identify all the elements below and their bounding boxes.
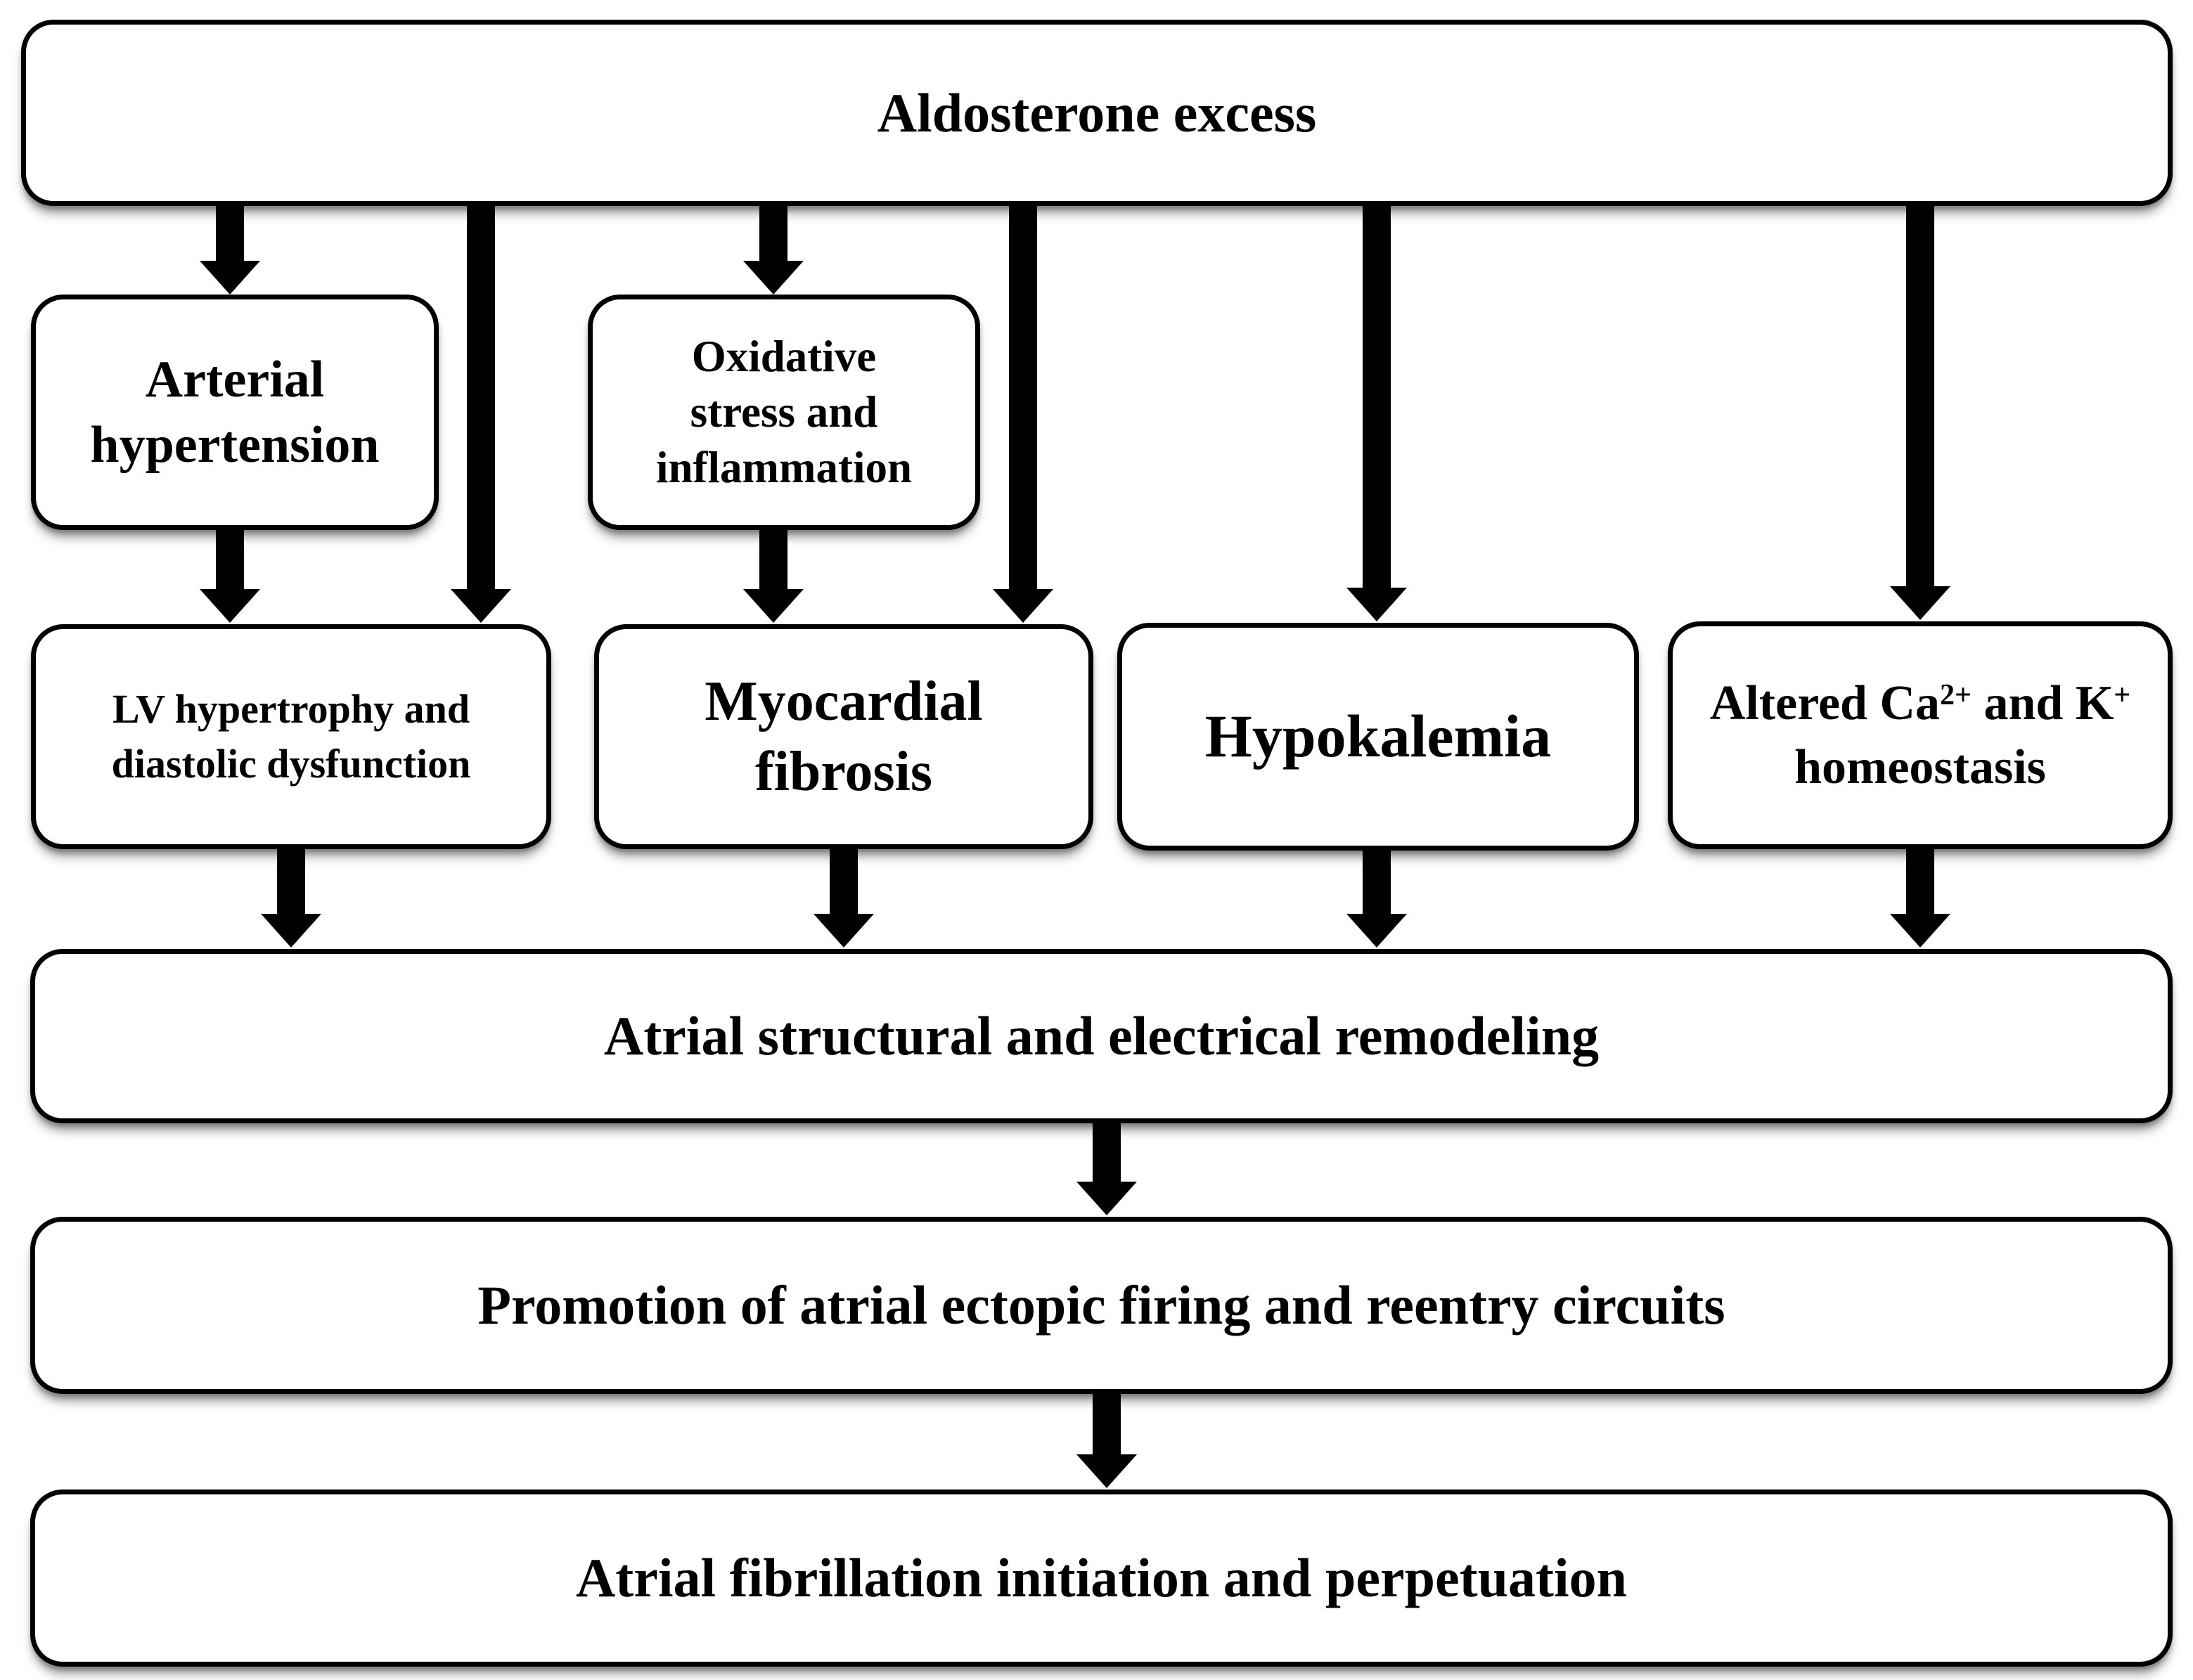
arrow-head-icon — [1890, 586, 1950, 620]
arrow-head-icon — [451, 589, 511, 623]
arrow-stem — [1093, 1393, 1121, 1456]
arrow-stem — [1363, 849, 1391, 915]
node-arterial-hypertension: Arterial hypertension — [31, 295, 439, 530]
arrow-stem — [467, 204, 495, 590]
arrow-head-icon — [1890, 914, 1950, 948]
node-label-hypokalemia: Hypokalemia — [1204, 702, 1552, 770]
arrow-head-icon — [743, 589, 804, 623]
arrow-head-icon — [200, 261, 260, 295]
arrow-myocardial-fibrosis-to-atrial-remodeling — [813, 847, 874, 948]
node-altered-ca-k: Altered Ca2+ and K+ homeostasis — [1668, 621, 2173, 849]
node-label-arterial-hypertension: Arterial hypertension — [90, 351, 380, 474]
altered-label-part: and K — [1971, 676, 2114, 730]
arrow-ectopic-firing-to-atrial-fibrillation — [1076, 1393, 1137, 1488]
arrow-head-icon — [1346, 914, 1407, 948]
arrow-head-icon — [743, 261, 804, 295]
node-oxidative-stress: Oxidative stress and inflammation — [588, 295, 980, 530]
altered-label-sup-2plus: 2+ — [1940, 679, 1972, 711]
altered-label-sup-plus: + — [2114, 679, 2131, 711]
node-label-atrial-fibrillation: Atrial fibrillation initiation and perpe… — [575, 1547, 1628, 1609]
arrow-stem — [1906, 847, 1934, 915]
arrow-arterial-hypertension-to-lv-hypertrophy — [200, 527, 260, 623]
node-atrial-remodeling: Atrial structural and electrical remodel… — [30, 949, 2173, 1123]
arrow-aldosterone-to-myocardial-fibrosis — [993, 204, 1053, 623]
arrow-stem — [830, 847, 858, 915]
arrow-stem — [216, 204, 244, 262]
arrow-head-icon — [1076, 1454, 1137, 1488]
node-label-altered-ca-k: Altered Ca2+ and K+ homeostasis — [1702, 671, 2138, 799]
arrow-stem — [1093, 1122, 1121, 1183]
node-label-oxidative-stress: Oxidative stress and inflammation — [655, 332, 912, 492]
arrow-head-icon — [200, 589, 260, 623]
arrow-stem — [277, 847, 305, 915]
node-label-ectopic-firing: Promotion of atrial ectopic firing and r… — [477, 1274, 1725, 1336]
arrow-head-icon — [1076, 1182, 1137, 1215]
arrow-stem — [759, 204, 787, 262]
arrow-head-icon — [1346, 588, 1407, 621]
arrow-aldosterone-to-altered-ca-k — [1890, 204, 1950, 620]
arrow-oxidative-stress-to-myocardial-fibrosis — [743, 527, 804, 623]
node-label-myocardial-fibrosis: Myocardial fibrosis — [705, 671, 983, 803]
node-atrial-fibrillation: Atrial fibrillation initiation and perpe… — [30, 1490, 2173, 1667]
arrow-stem — [1906, 204, 1934, 588]
arrow-hypokalemia-to-atrial-remodeling — [1346, 849, 1407, 948]
arrow-atrial-remodeling-to-ectopic-firing — [1076, 1122, 1137, 1215]
altered-label-part: homeostasis — [1794, 740, 2046, 794]
node-myocardial-fibrosis: Myocardial fibrosis — [594, 624, 1093, 849]
arrow-aldosterone-to-lv-hypertrophy — [451, 204, 511, 623]
node-label-aldosterone-excess: Aldosterone excess — [877, 82, 1317, 143]
node-lv-hypertrophy: LV hypertrophy and diastolic dysfunction — [31, 624, 551, 849]
arrow-head-icon — [813, 914, 874, 948]
arrow-stem — [759, 527, 787, 590]
arrow-aldosterone-to-oxidative-stress — [743, 204, 804, 295]
arrow-head-icon — [261, 914, 321, 948]
arrow-aldosterone-to-arterial-hypertension — [200, 204, 260, 295]
arrow-aldosterone-to-hypokalemia — [1346, 204, 1407, 621]
node-hypokalemia: Hypokalemia — [1117, 623, 1639, 851]
arrow-stem — [1009, 204, 1037, 590]
node-aldosterone-excess: Aldosterone excess — [21, 20, 2173, 206]
arrow-stem — [1363, 204, 1391, 589]
node-ectopic-firing: Promotion of atrial ectopic firing and r… — [30, 1217, 2173, 1394]
arrow-head-icon — [993, 589, 1053, 623]
node-label-atrial-remodeling: Atrial structural and electrical remodel… — [603, 1005, 1600, 1067]
node-label-lv-hypertrophy: LV hypertrophy and diastolic dysfunction — [111, 685, 471, 787]
altered-label-part: Altered Ca — [1709, 676, 1941, 730]
arrow-altered-ca-k-to-atrial-remodeling — [1890, 847, 1950, 948]
arrow-stem — [216, 527, 244, 590]
arrow-lv-hypertrophy-to-atrial-remodeling — [261, 847, 321, 948]
